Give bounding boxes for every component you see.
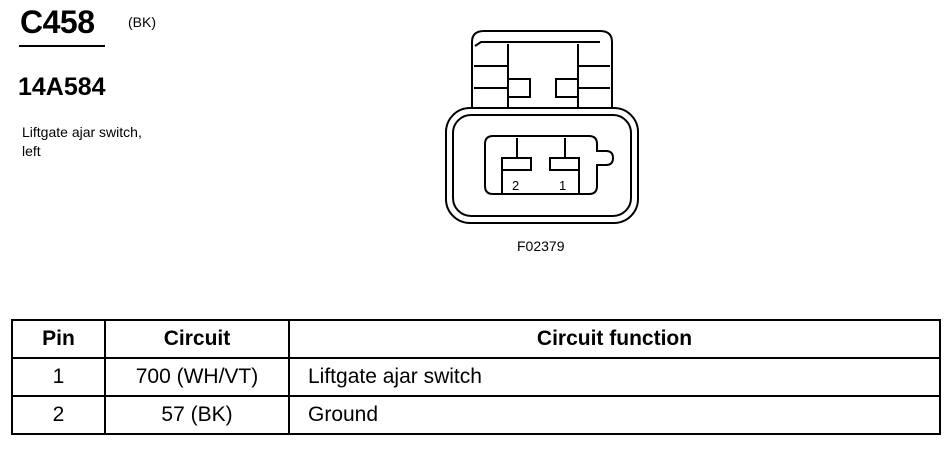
circuit-cell: 700 (WH/VT) bbox=[104, 357, 290, 397]
description-line-1: Liftgate ajar switch, bbox=[22, 124, 142, 140]
header-circuit: Circuit bbox=[104, 319, 290, 359]
pin-2-label: 2 bbox=[512, 178, 519, 193]
part-number: 14A584 bbox=[18, 73, 106, 101]
pin-1-label: 1 bbox=[559, 178, 566, 193]
circuit-function-cell: Ground bbox=[288, 395, 941, 435]
terminal-cavity bbox=[484, 135, 615, 195]
connector-id: C458 bbox=[20, 4, 95, 40]
figure-id: F02379 bbox=[517, 238, 565, 254]
pin-cell: 1 bbox=[11, 357, 106, 397]
circuit-function-cell: Liftgate ajar switch bbox=[288, 357, 941, 397]
connector-description: Liftgate ajar switch, left bbox=[22, 123, 222, 161]
latch-housing bbox=[471, 30, 613, 110]
circuit-cell: 57 (BK) bbox=[104, 395, 290, 435]
latch-lip bbox=[474, 41, 600, 47]
connector-body-inner bbox=[452, 114, 632, 217]
pin-1-blade bbox=[549, 157, 580, 171]
table-row: 2 57 (BK) Ground bbox=[11, 395, 941, 435]
title-underline bbox=[19, 45, 105, 47]
latch-tab-left bbox=[507, 78, 531, 98]
connector-color-code: (BK) bbox=[128, 14, 156, 30]
header-circuit-function: Circuit function bbox=[288, 319, 941, 359]
pin-cell: 2 bbox=[11, 395, 106, 435]
table-row: 1 700 (WH/VT) Liftgate ajar switch bbox=[11, 357, 941, 397]
latch-tab-right bbox=[555, 78, 579, 98]
description-line-2: left bbox=[22, 143, 41, 159]
pin-assignment-table: Pin Circuit Circuit function 1 700 (WH/V… bbox=[11, 319, 941, 435]
table-header-row: Pin Circuit Circuit function bbox=[11, 319, 941, 359]
connector-face-diagram: 2 1 bbox=[445, 30, 639, 224]
pin-2-blade bbox=[501, 157, 532, 171]
header-pin: Pin bbox=[11, 319, 106, 359]
